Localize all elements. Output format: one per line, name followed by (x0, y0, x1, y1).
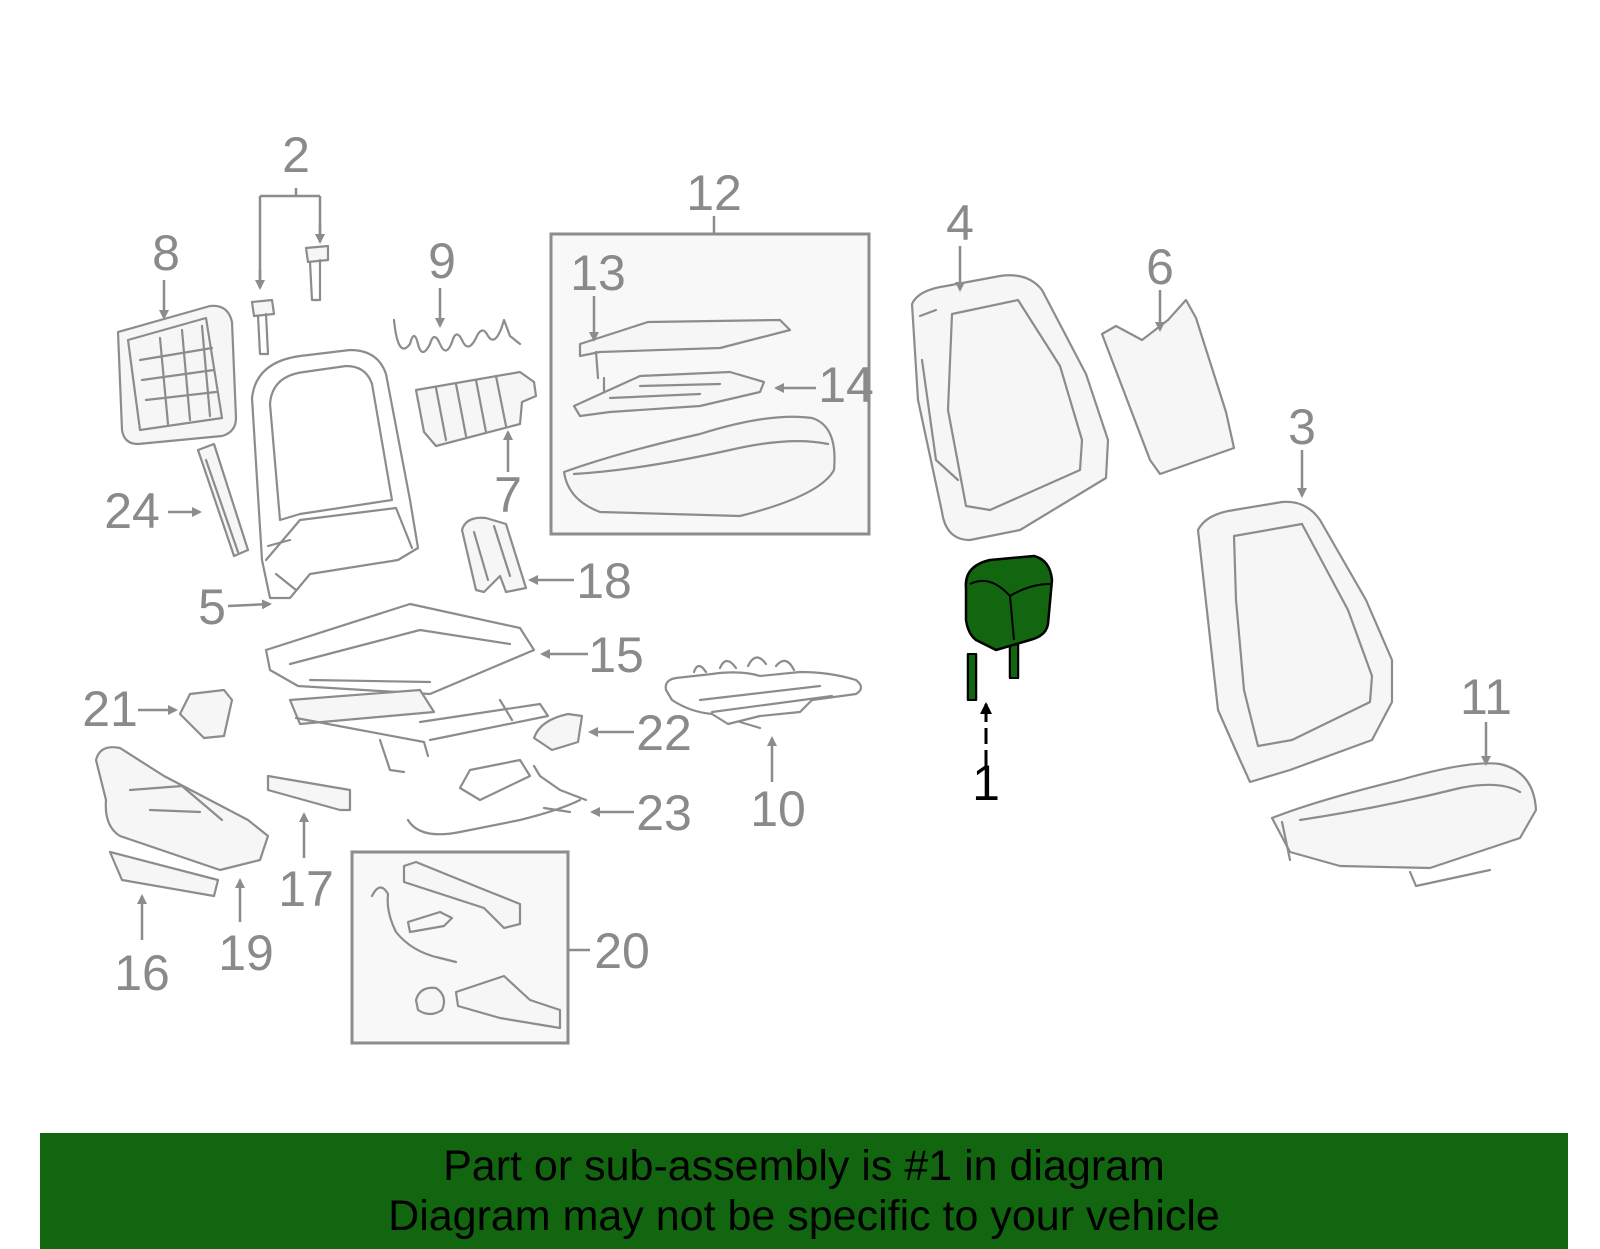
part-16-shield-trim (108, 850, 220, 898)
part-24-side-strip (196, 442, 250, 558)
part-15-track-frame (264, 602, 550, 774)
part-17-trim-strip (266, 774, 352, 812)
callout-1: 1 (972, 755, 1000, 811)
callout-15: 15 (588, 627, 644, 683)
part-19-side-shield (94, 746, 270, 872)
callout-18: 18 (576, 553, 632, 609)
part-9-spring (392, 318, 522, 354)
part-5-seatback-frame (250, 348, 420, 600)
banner-line-2: Diagram may not be specific to your vehi… (388, 1192, 1220, 1240)
callout-21: 21 (82, 681, 138, 737)
part-22-knob (532, 712, 584, 752)
callout-14: 14 (818, 357, 874, 413)
part-12-cushion-pad (562, 415, 836, 518)
callout-12: 12 (686, 165, 742, 221)
part-2-bolts (250, 244, 330, 356)
part-18-bracket (460, 516, 528, 594)
part-20-hardware-kit (370, 860, 562, 1030)
callout-24: 24 (104, 483, 160, 539)
callout-2: 2 (282, 127, 310, 183)
callout-5: 5 (198, 579, 226, 635)
part-23-harness (406, 758, 588, 836)
leader-lines (137, 188, 1491, 952)
callout-19: 19 (218, 925, 274, 981)
part-1-headrest (964, 554, 1054, 701)
callout-10: 10 (750, 781, 806, 837)
info-banner: Part or sub-assembly is #1 in diagram Di… (40, 1133, 1568, 1249)
part-8-vent-panel (116, 304, 238, 446)
part-10-spring-mat (664, 656, 863, 730)
callout-17: 17 (278, 861, 334, 917)
callout-6: 6 (1146, 239, 1174, 295)
part-14-heater-mat (572, 370, 766, 418)
part-4-seatback-cover (910, 274, 1110, 542)
callout-16: 16 (114, 945, 170, 1001)
part-21-cover (178, 688, 234, 740)
part-11-cushion-assembly (1270, 762, 1538, 888)
callout-20: 20 (594, 923, 650, 979)
banner-line-1: Part or sub-assembly is #1 in diagram (443, 1142, 1165, 1190)
part-7-support-grid (414, 370, 538, 448)
callout-3: 3 (1288, 399, 1316, 455)
callout-13: 13 (570, 245, 626, 301)
callout-22: 22 (636, 705, 692, 761)
part-3-seatback-assembly (1196, 500, 1394, 784)
part-6-back-panel (1100, 298, 1236, 476)
callout-7: 7 (494, 467, 522, 523)
callout-4: 4 (946, 195, 974, 251)
callout-9: 9 (428, 233, 456, 289)
callout-23: 23 (636, 785, 692, 841)
part-13-bracket (578, 318, 792, 394)
callout-11: 11 (1460, 669, 1512, 725)
callout-8: 8 (152, 225, 180, 281)
